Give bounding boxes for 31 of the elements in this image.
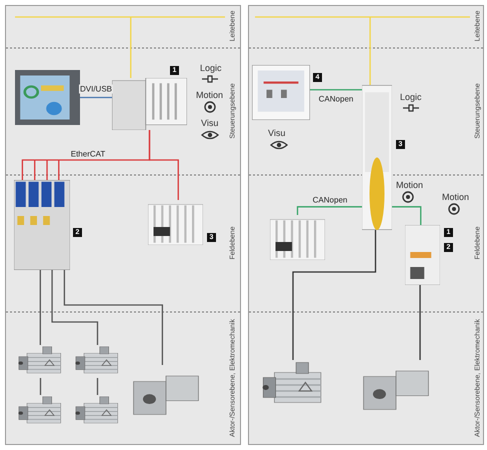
connector-line	[310, 89, 362, 90]
inverter-picture	[362, 85, 392, 230]
servo-drive-picture	[14, 180, 70, 270]
connector-line	[292, 230, 376, 360]
connector-line	[254, 16, 471, 86]
connector-line	[40, 270, 41, 345]
function-label: Motion	[442, 192, 470, 202]
connector-line	[14, 16, 226, 79]
touch-panel-picture	[252, 65, 310, 120]
connector-line	[419, 285, 421, 360]
edge-label: EtherCAT	[70, 150, 106, 158]
connector-line	[392, 206, 422, 225]
edge-label: CANopen	[312, 196, 348, 204]
function-label: Logic	[200, 63, 222, 73]
edge-label: DVI/USB	[79, 84, 113, 94]
connector-line	[80, 96, 112, 98]
inverter-picture	[405, 225, 440, 285]
function-label: Visu	[268, 128, 286, 138]
connector-line	[148, 130, 179, 200]
function-label: Motion	[396, 180, 424, 190]
function-label: Logic	[400, 92, 422, 102]
controller-picture	[112, 78, 187, 130]
function-label: Visu	[201, 118, 218, 128]
function-label: Motion	[196, 90, 224, 100]
connector-line	[296, 206, 362, 215]
connector-line	[40, 378, 42, 395]
connector-line	[64, 270, 164, 365]
connector-line	[51, 270, 98, 345]
connector-line	[96, 378, 98, 395]
edge-label: CANopen	[318, 94, 354, 104]
touch-panel-picture	[15, 70, 80, 125]
